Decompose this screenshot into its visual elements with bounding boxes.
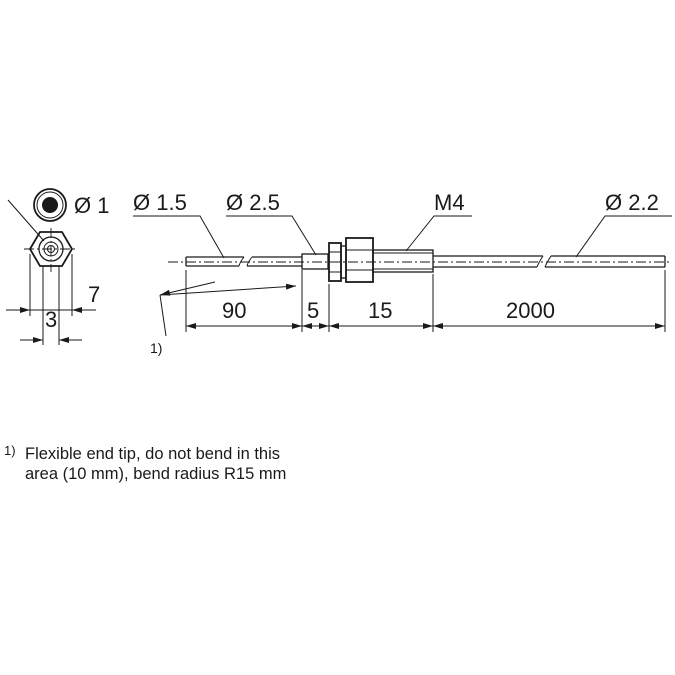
cable-segment <box>433 255 666 268</box>
footnote-line-1: Flexible end tip, do not bend in this <box>25 445 281 463</box>
length-tip-label: 90 <box>222 298 246 323</box>
hex-nut-end-view <box>24 228 78 272</box>
thread-label: M4 <box>434 190 465 215</box>
footnote-line-2: area (10 mm), bend radius R15 mm <box>25 465 287 483</box>
end-view: Ø 1 7 3 <box>6 188 109 345</box>
tip-diameter-label: Ø 1 <box>74 193 109 218</box>
fiber-diameter-1-label: Ø 1.5 <box>133 190 187 215</box>
fiber-step-segment <box>301 253 329 270</box>
fiber-core-dot <box>42 197 58 213</box>
fiber-diameter-2-label: Ø 2.5 <box>226 190 280 215</box>
side-view: Ø 1.5 Ø 2.5 M4 Ø 2.2 90 5 15 2000 <box>133 190 672 356</box>
tip-end-view <box>33 188 67 222</box>
threaded-sleeve <box>328 237 434 283</box>
length-thread-label: 15 <box>368 298 392 323</box>
flexible-tip-zone-indicator <box>159 281 297 337</box>
cable-diameter-label: Ø 2.2 <box>605 190 659 215</box>
footnote-marker: 1) <box>4 443 16 458</box>
fiber-tip-segment <box>185 256 302 267</box>
footnote-reference: 1) <box>150 340 162 356</box>
hex-across-label: 7 <box>88 282 100 307</box>
footnote: 1) Flexible end tip, do not bend in this… <box>4 443 424 484</box>
length-cable-label: 2000 <box>506 298 555 323</box>
length-step-label: 5 <box>307 298 319 323</box>
hex-width-label: 3 <box>45 307 57 332</box>
